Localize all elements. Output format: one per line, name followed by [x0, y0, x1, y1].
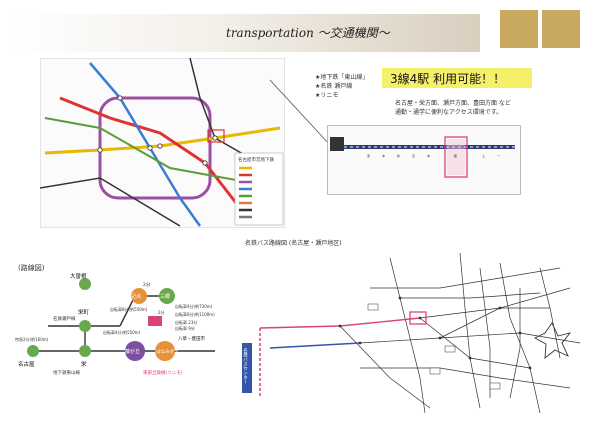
bus-map: 名鉄バスセンター	[240, 248, 585, 418]
line-diagram-panel	[327, 125, 521, 195]
time-label-t4: 自転車8分(約550m)	[110, 306, 148, 312]
bullet-subway: ★地下鉄「東山線」	[315, 74, 369, 81]
access-desc-line1: 名古屋・栄方面、瀬戸方面、豊田方面 など	[395, 100, 511, 107]
line-label-linimo: 東部丘陵線(リニモ)	[143, 369, 183, 376]
line-diagram: 東本新 覚本藤 上一	[330, 136, 515, 178]
header-band	[10, 14, 480, 52]
svg-text:東: 東	[367, 153, 370, 158]
station-suwa: 八草・豊田市	[178, 335, 205, 342]
connector-line	[270, 79, 331, 146]
station-sanno: 三郷	[160, 293, 170, 300]
decorative-square-1	[500, 10, 538, 48]
station-fujigaoka: 藤が丘	[125, 348, 140, 355]
svg-text:上: 上	[482, 153, 485, 158]
bus-map-title: 名鉄バス路線図 (名古屋・瀬戸地区)	[245, 240, 342, 247]
access-bullets: ★地下鉄「東山線」 ★名鉄 瀬戸線 ★リニモ	[315, 72, 368, 99]
time-label-t8: 自転車 9分	[175, 325, 195, 331]
time-label-t1: 2分	[143, 281, 151, 288]
time-label-t2: 自転車4分(約730m)	[175, 303, 213, 309]
svg-text:一: 一	[497, 154, 500, 158]
station-sakae: 栄	[81, 360, 87, 368]
svg-text:新: 新	[397, 153, 400, 158]
page-title: transportation ～交通機関～	[226, 26, 390, 40]
station-nagoya: 名古屋	[18, 360, 35, 368]
bus-map-side-label: 名鉄バスセンター	[243, 347, 248, 384]
station-hanamizuki: はなみずき	[156, 348, 179, 355]
subway-legend-title: 名古屋市営地下鉄	[238, 156, 274, 163]
svg-text:本: 本	[427, 153, 430, 158]
svg-text:本: 本	[382, 153, 385, 158]
subway-map: 名古屋市営地下鉄	[40, 58, 285, 228]
time-label-t5: 特急2分(約160m)	[15, 336, 49, 342]
bullet-linimo: ★リニモ	[315, 92, 339, 99]
time-label-t6: 自転車 23分	[175, 319, 197, 325]
time-label-t7: 自転車4分(約550m)	[103, 329, 141, 335]
decorative-square-2	[542, 10, 580, 48]
access-headline: 3線4駅 利用可能！！	[390, 72, 506, 86]
bullet-meitetsu: ★名鉄 瀬戸線	[315, 83, 353, 90]
headline-highlight	[382, 68, 532, 88]
station-kinjo: 記点	[131, 293, 141, 300]
time-label-t9: 2分	[158, 309, 165, 315]
station-ozone: 大曽根	[70, 272, 87, 280]
route-diagram: 大曽根 栄町 栄 名古屋 記点 三郷 藤が丘 はなみずき 八草・豊田市 名鉄瀬戸…	[15, 272, 215, 376]
access-desc-line2: 通勤・通学に便利なアクセス環境です。	[395, 109, 503, 116]
line-label-meitetsu: 名鉄瀬戸線	[53, 315, 76, 322]
svg-text:藤: 藤	[454, 153, 457, 158]
svg-text:覚: 覚	[412, 153, 415, 158]
time-label-t3: 自転車6分(約1100m)	[175, 311, 215, 317]
route-diagram-heading: (路線図)	[18, 264, 45, 272]
line-label-higashiyama: 地下鉄東山線	[53, 369, 80, 376]
station-sakaemachi: 栄町	[78, 308, 90, 316]
